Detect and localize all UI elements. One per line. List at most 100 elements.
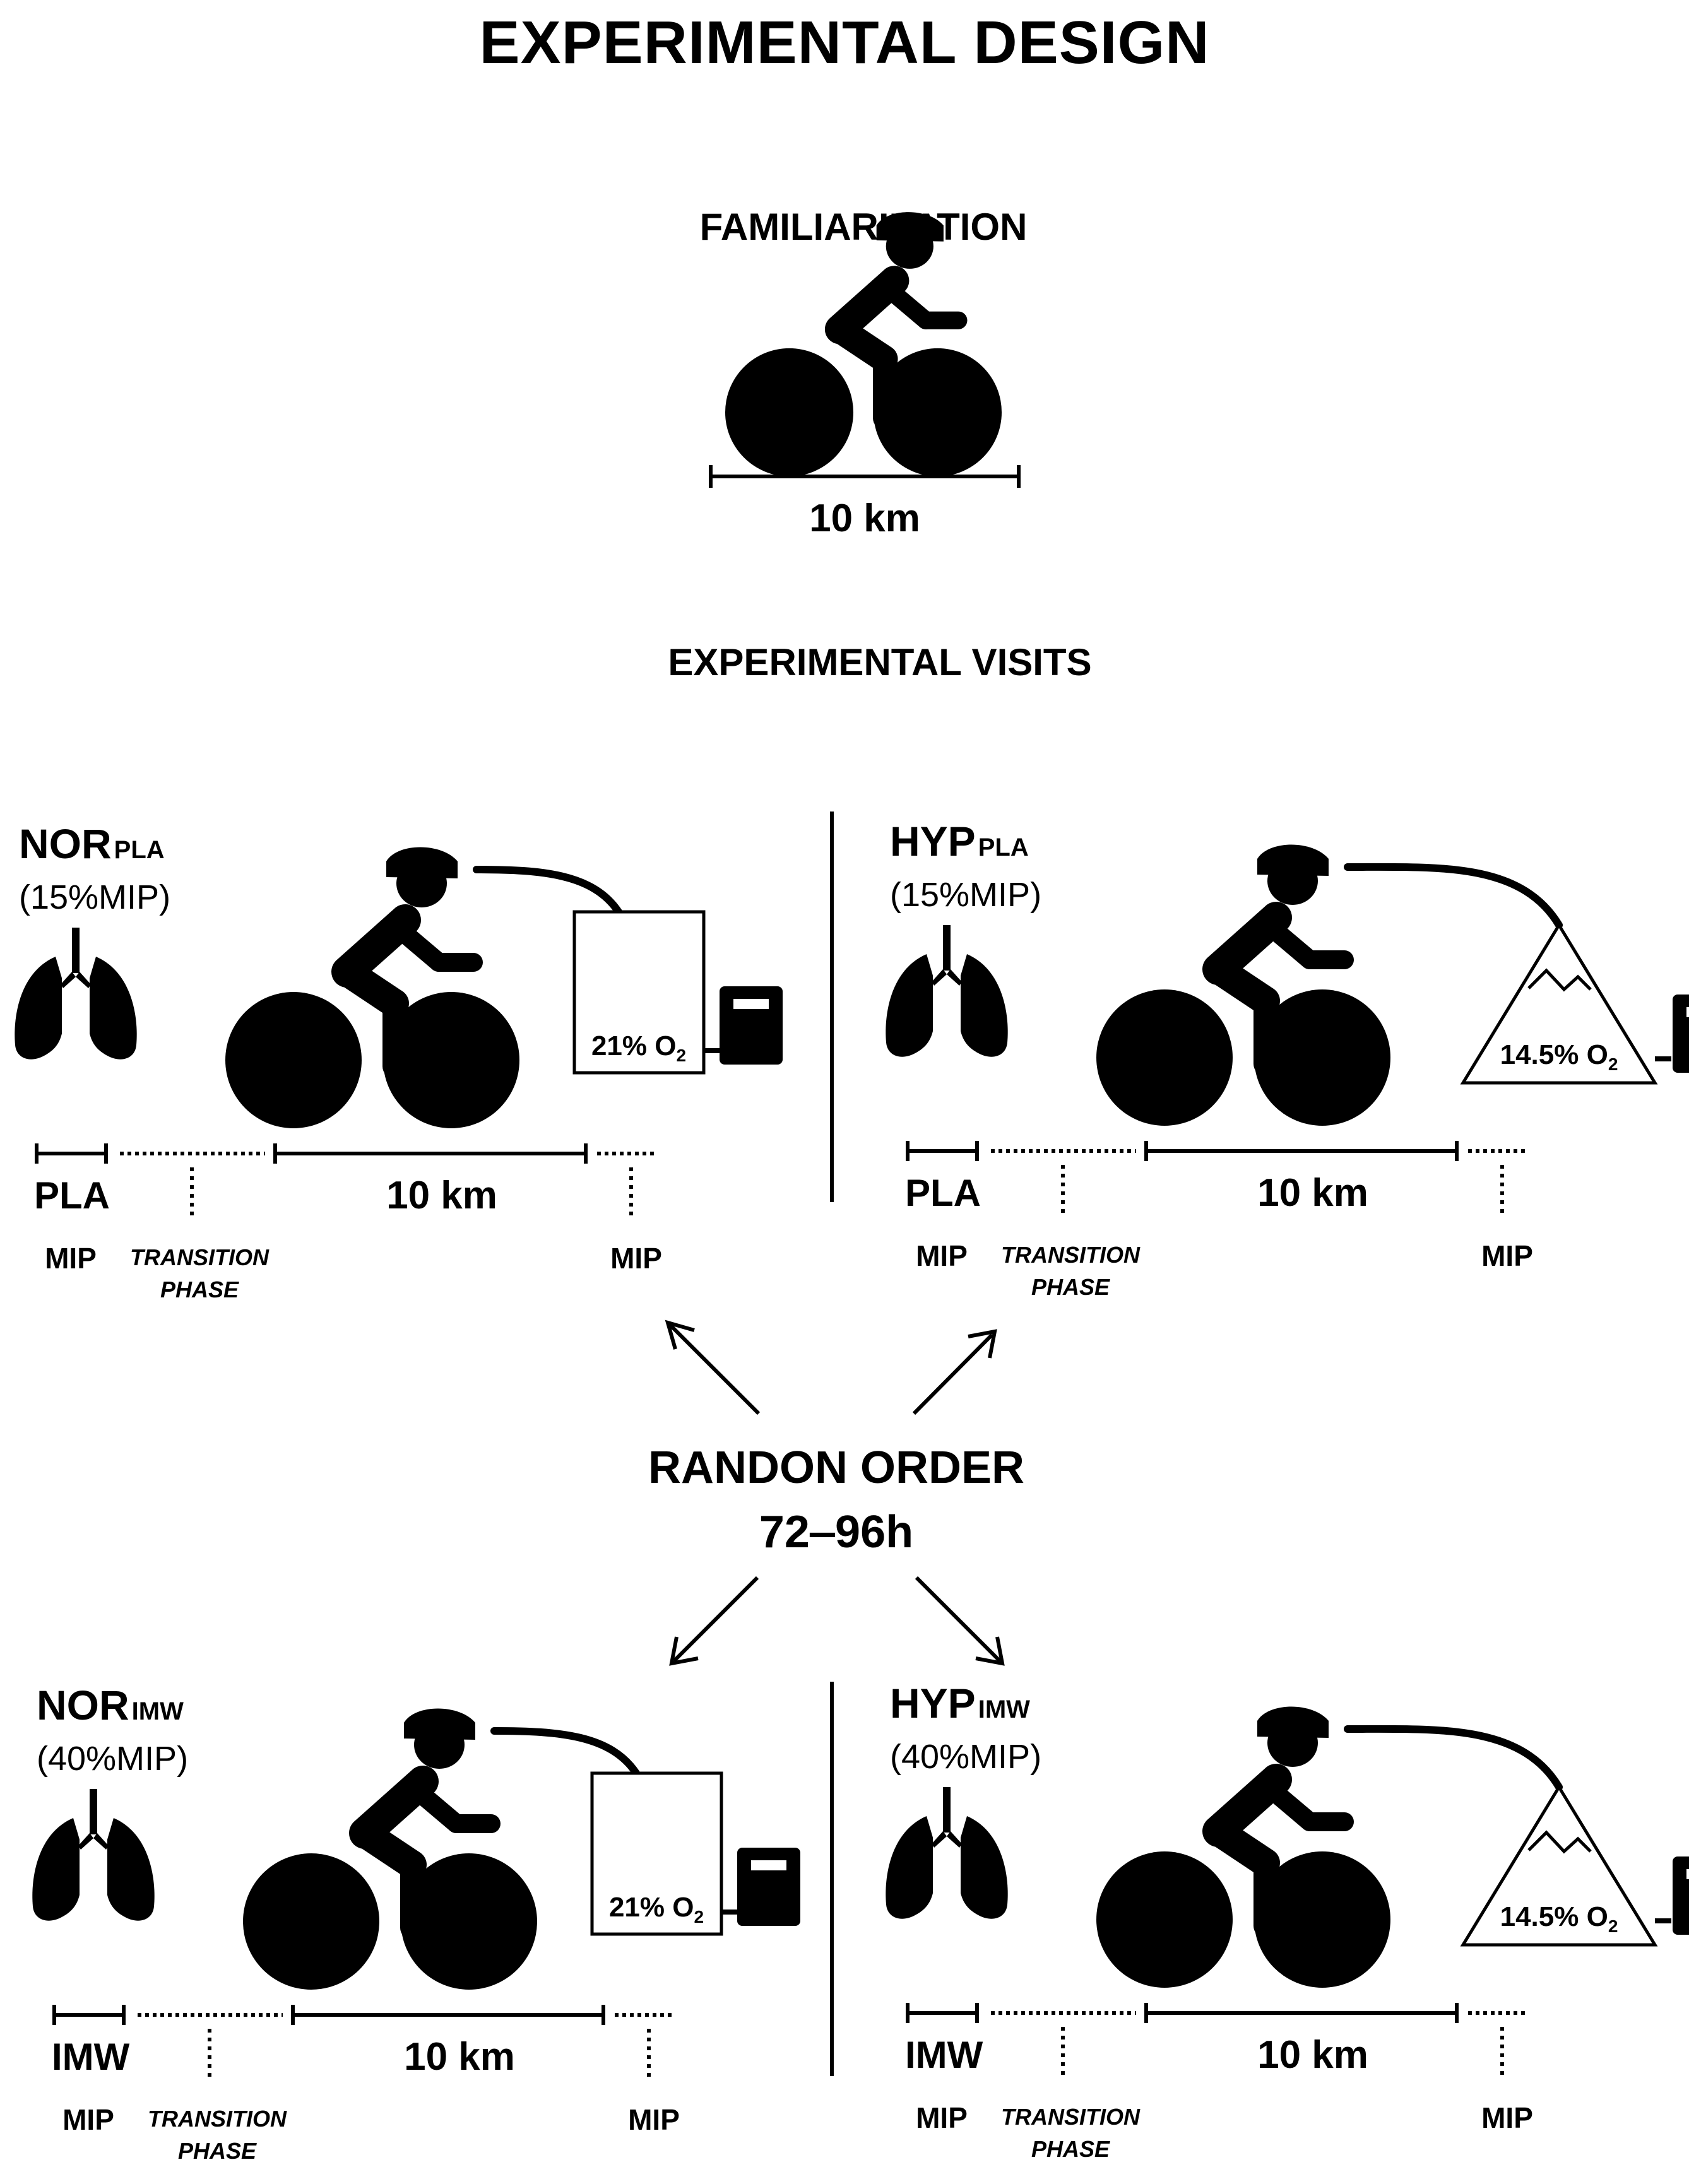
phase-label: PLA [905,1172,981,1214]
mip-pre-label: MIP [62,2103,114,2136]
generator-icon [1673,1856,1689,1935]
arrow-to-nor-imw [672,1576,759,1663]
box-icon [572,910,706,1075]
mountain-icon [1460,1784,1658,1947]
cyclist-icon [225,847,519,1129]
breathing-tube [1344,863,1563,929]
arrow-to-hyp-imw [915,1576,1002,1663]
condition-subscript: PLA [978,834,1029,861]
transition-label-line1: TRANSITION [130,1244,270,1270]
transition-label-line1: TRANSITION [148,2106,287,2132]
intensity-label: (15%MIP) [890,876,1041,914]
mip-pre-label: MIP [45,1242,97,1275]
generator-icon [737,1848,800,1926]
mountain-icon [1460,922,1658,1085]
protocol-timeline: PLA 10 km MIP TRANSITION PHASE MIP [34,1143,662,1302]
trial-distance: 10 km [404,2035,515,2079]
arrow-head [665,1319,695,1350]
familiarization-heading: FAMILIARIZATION [700,206,1028,248]
diagram-title: EXPERIMENTAL DESIGN [480,9,1210,76]
familiarization-distance: 10 km [809,497,920,540]
phase-label: IMW [52,2036,130,2078]
phase-label: PLA [34,1174,110,1217]
condition-name: HYP [890,1680,976,1727]
oxygen-value: 21% O [591,1030,677,1061]
condition-subscript: IMW [132,1697,184,1725]
oxygen-label: 21% O2 [609,1892,704,1927]
oxygen-value: 14.5% O [1500,1901,1608,1932]
condition-name: NOR [37,1682,129,1728]
arrow-to-nor-pla [670,1325,761,1415]
mip-post-label: MIP [1481,2101,1533,2134]
lungs-icon [886,1787,1008,1919]
oxygen-subscript: 2 [694,1907,704,1927]
random-order-hub: RANDON ORDER 72‒96h [648,1319,1024,1666]
cyclist-icon [1096,845,1390,1126]
cyclist-icon [243,1709,537,1990]
transition-label-line2: PHASE [1031,1274,1110,1300]
transition-label-line1: TRANSITION [1001,1242,1141,1268]
intensity-label: (40%MIP) [37,1740,188,1778]
trial-distance: 10 km [386,1174,497,1217]
protocol-timeline: IMW 10 km MIP TRANSITION PHASE MIP [905,2003,1533,2162]
phase-label: IMW [905,2034,983,2076]
mip-post-label: MIP [1481,1239,1533,1272]
condition-name: HYP [890,818,976,865]
condition-name: NOR [19,820,112,867]
lungs-icon [15,928,137,1060]
transition-label-line2: PHASE [1031,2136,1110,2162]
oxygen-subscript: 2 [1608,1916,1618,1936]
protocol-timeline: PLA 10 km MIP TRANSITION PHASE MIP [905,1141,1533,1300]
snowcap-line [1527,968,1592,992]
arrow-head [669,1636,699,1666]
oxygen-value: 21% O [609,1892,694,1923]
protocol-timeline: IMW 10 km MIP TRANSITION PHASE MIP [52,2005,680,2164]
trial-distance: 10 km [1257,2033,1368,2077]
breathing-tube [490,1727,640,1777]
snowcap-line [1527,1830,1592,1854]
oxygen-label: 21% O2 [591,1030,686,1065]
washout-interval: 72‒96h [759,1507,913,1557]
condition-subscript: IMW [978,1696,1030,1723]
condition-subscript: PLA [114,836,165,864]
breathing-tube [1344,1725,1563,1791]
transition-label-line2: PHASE [178,2138,257,2164]
arrow-head [975,1636,1005,1666]
transition-label-line1: TRANSITION [1001,2104,1141,2130]
intensity-label: (40%MIP) [890,1738,1041,1776]
intensity-label: (15%MIP) [19,878,170,916]
oxygen-label: 14.5% O2 [1500,1901,1618,1936]
generator-icon [1673,995,1689,1073]
oxygen-label: 14.5% O2 [1500,1039,1618,1074]
generator-icon [720,986,783,1065]
familiarization-section: FAMILIARIZATION 10 km [700,206,1028,540]
trial-distance: 10 km [1257,1171,1368,1215]
experimental-visits-heading: EXPERIMENTAL VISITS [668,641,1091,683]
random-order-label: RANDON ORDER [648,1443,1024,1493]
mip-post-label: MIP [628,2103,680,2136]
lungs-icon [32,1789,155,1921]
cyclist-icon [1096,1707,1390,1988]
cyclist-icon [725,212,1002,476]
oxygen-subscript: 2 [1608,1054,1618,1074]
oxygen-value: 14.5% O [1500,1039,1608,1070]
oxygen-subscript: 2 [676,1046,686,1065]
transition-label-line2: PHASE [160,1277,239,1302]
mip-pre-label: MIP [916,2101,968,2134]
breathing-tube [473,866,622,916]
arrow-to-hyp-pla [912,1333,994,1415]
mip-post-label: MIP [610,1242,662,1275]
lungs-icon [886,925,1008,1057]
box-icon [590,1771,723,1936]
mip-pre-label: MIP [916,1239,968,1272]
arrow-head [968,1329,997,1359]
